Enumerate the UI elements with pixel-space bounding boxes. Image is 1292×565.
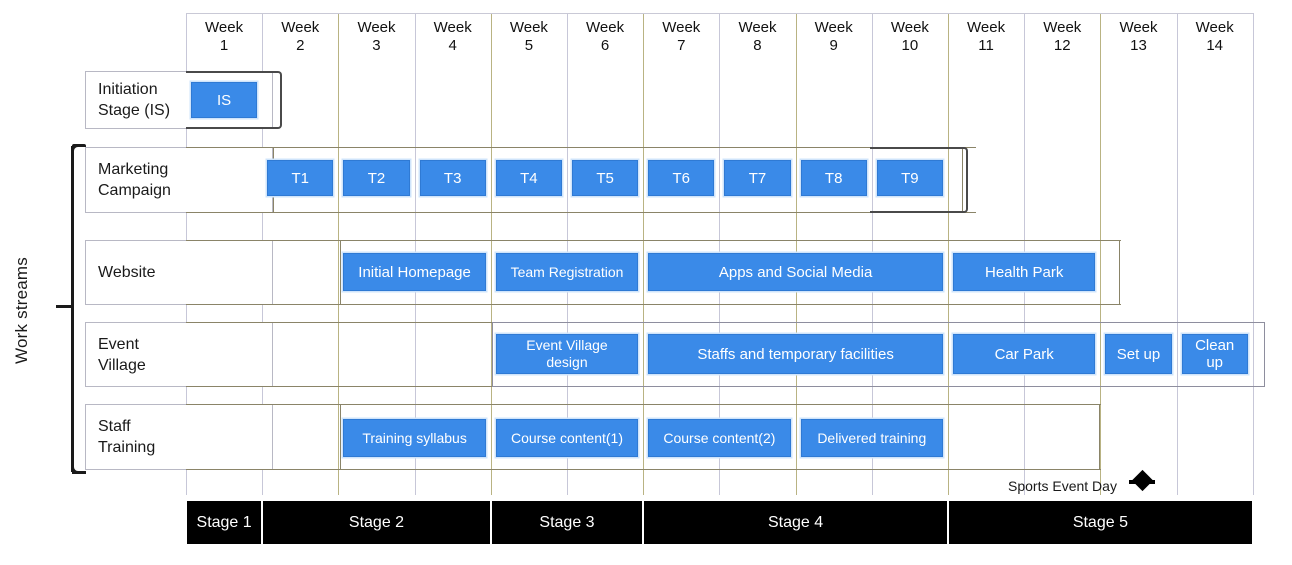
task-bar-staff-training-4[interactable]: Delivered training xyxy=(800,419,943,457)
brace-bottom-tip xyxy=(72,471,86,474)
task-bar-staff-training-2[interactable]: Course content(1) xyxy=(495,419,639,457)
row-label-5: Staff Training xyxy=(85,404,273,470)
task-bar-initiation-stage-is--1[interactable]: IS xyxy=(191,82,258,118)
week-header-13: Week 13 xyxy=(1100,13,1177,59)
row-label-text-2: Marketing Campaign xyxy=(98,161,171,199)
row-label-4: Event Village xyxy=(85,322,273,387)
stage-bar-2[interactable]: Stage 2 xyxy=(262,500,491,545)
milestone-label-sports-event-day: Sports Event Day xyxy=(1008,478,1117,494)
task-bar-event-village-2[interactable]: Staffs and temporary facilities xyxy=(648,334,943,374)
task-bar-marketing-campaign-1[interactable]: T1 xyxy=(267,160,334,196)
brace-middle-tick xyxy=(56,305,72,308)
row-label-text-5: Staff Training xyxy=(98,418,156,456)
week-header-14: Week 14 xyxy=(1176,13,1253,59)
stage-bar-1[interactable]: Stage 1 xyxy=(186,500,263,545)
work-streams-brace xyxy=(56,140,86,478)
marketing-campaign-bracket xyxy=(870,147,968,213)
task-bar-event-village-4[interactable]: Set up xyxy=(1105,334,1172,374)
group-outline-event-village xyxy=(492,322,1265,387)
week-header-8: Week 8 xyxy=(719,13,796,59)
week-header-6: Week 6 xyxy=(567,13,644,59)
week-header-2: Week 2 xyxy=(262,13,339,59)
grid-line-week-7 xyxy=(643,13,645,495)
brace-vertical-line xyxy=(71,146,74,472)
week-header-11: Week 11 xyxy=(948,13,1025,59)
grid-line-week-11 xyxy=(948,13,949,495)
stage-bar-4[interactable]: Stage 4 xyxy=(643,500,948,545)
initiation-stage-bracket xyxy=(186,71,282,129)
task-bar-marketing-campaign-3[interactable]: T3 xyxy=(419,160,486,196)
row-label-2: Marketing Campaign xyxy=(85,147,273,213)
brace-top-tip xyxy=(72,144,86,147)
work-streams-axis-label: Work streams xyxy=(8,140,36,480)
week-header-1: Week 1 xyxy=(186,13,263,59)
task-bar-website-1[interactable]: Initial Homepage xyxy=(343,253,486,291)
grid-line-week-5 xyxy=(490,13,492,495)
stage-bar-3[interactable]: Stage 3 xyxy=(490,500,644,545)
task-bar-website-4[interactable]: Health Park xyxy=(953,253,1096,291)
stage-bar-5[interactable]: Stage 5 xyxy=(948,500,1253,545)
grid-line-week-14 xyxy=(1176,13,1178,495)
task-bar-event-village-3[interactable]: Car Park xyxy=(953,334,1096,374)
task-bar-website-2[interactable]: Team Registration xyxy=(495,253,639,291)
row-label-text-1: Initiation Stage (IS) xyxy=(98,81,171,119)
task-bar-staff-training-1[interactable]: Training syllabus xyxy=(343,419,486,457)
task-bar-marketing-campaign-5[interactable]: T5 xyxy=(572,160,639,196)
row-label-text-3: Website xyxy=(98,264,156,281)
grid-line-week-13 xyxy=(1100,13,1102,495)
task-bar-marketing-campaign-2[interactable]: T2 xyxy=(343,160,410,196)
work-streams-axis-label-text: Work streams xyxy=(12,256,31,364)
task-bar-marketing-campaign-8[interactable]: T8 xyxy=(800,160,867,196)
week-header-5: Week 5 xyxy=(490,13,567,59)
week-header-9: Week 9 xyxy=(795,13,872,59)
grid-line-week-3 xyxy=(338,13,340,495)
row-label-text-4: Event Village xyxy=(98,335,146,374)
week-header-3: Week 3 xyxy=(338,13,415,59)
task-bar-website-3[interactable]: Apps and Social Media xyxy=(648,253,943,291)
task-bar-marketing-campaign-9[interactable]: T9 xyxy=(876,160,943,196)
task-bar-event-village-5[interactable]: Clean up xyxy=(1181,334,1248,374)
task-bar-staff-training-3[interactable]: Course content(2) xyxy=(648,419,791,457)
week-header-12: Week 12 xyxy=(1024,13,1101,59)
row-label-1: Initiation Stage (IS) xyxy=(85,71,273,129)
week-header-7: Week 7 xyxy=(643,13,720,59)
group-outline-staff-training xyxy=(340,404,1100,470)
task-bar-marketing-campaign-7[interactable]: T7 xyxy=(724,160,791,196)
task-bar-event-village-1[interactable]: Event Village design xyxy=(495,334,639,374)
week-header-4: Week 4 xyxy=(414,13,491,59)
task-bar-marketing-campaign-4[interactable]: T4 xyxy=(495,160,562,196)
row-label-3: Website xyxy=(85,240,273,305)
task-bar-marketing-campaign-6[interactable]: T6 xyxy=(648,160,715,196)
week-header-10: Week 10 xyxy=(871,13,948,59)
group-outline-website xyxy=(340,240,1120,305)
grid-line-week-15 xyxy=(1252,13,1254,495)
milestone-diamond-sports-event-day xyxy=(1132,469,1154,492)
